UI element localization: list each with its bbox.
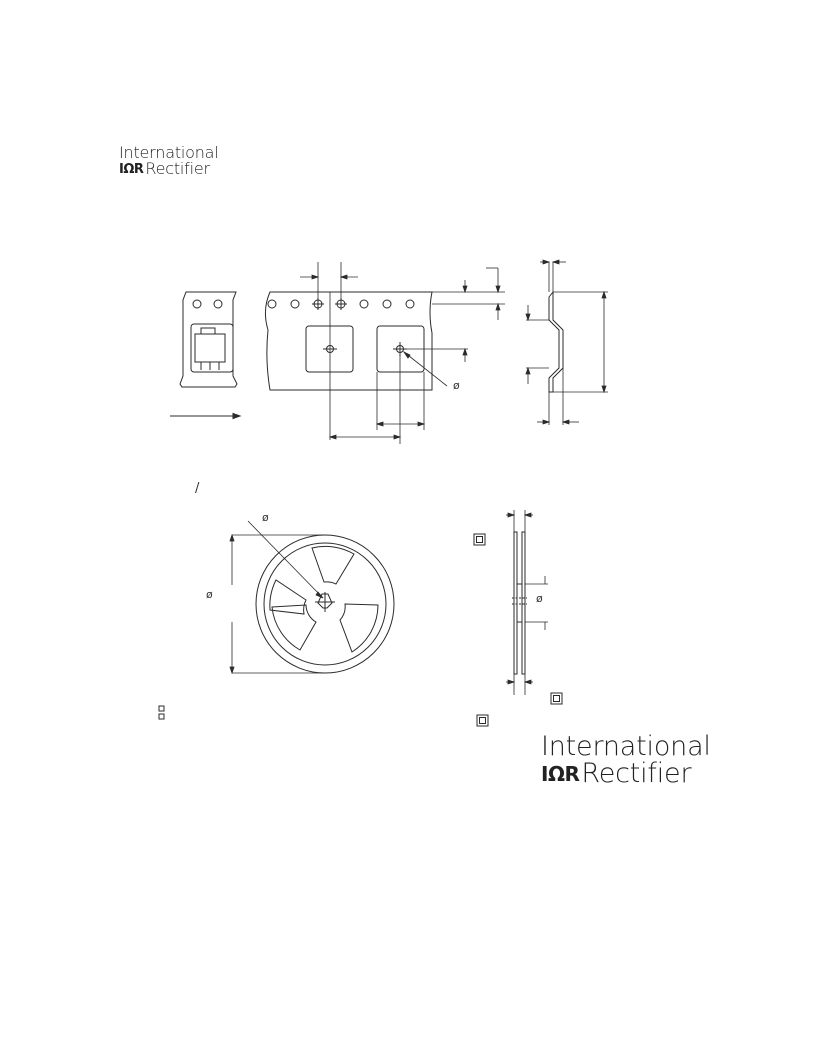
sprocket-hole: [290, 299, 300, 309]
reel-hub: [317, 593, 333, 609]
component-pocket: [190, 323, 234, 373]
note-marker-square: [476, 714, 489, 727]
logo-line-international: International: [119, 143, 219, 162]
sprocket-hole: [213, 299, 223, 309]
ior-logo-mark: IΩR: [541, 761, 580, 786]
reel-side-dimensions: [506, 510, 548, 695]
sprocket-hole: [382, 299, 392, 309]
reel-window: [339, 603, 379, 653]
tape-dimensions: [300, 262, 505, 444]
reel-window: [271, 604, 317, 651]
legend-box: [158, 713, 165, 720]
logo-line-rectifier-row: IΩR Rectifier: [541, 760, 711, 787]
note-marker-inner: [476, 536, 483, 543]
diameter-symbol: ø: [206, 588, 213, 601]
component-tab: [200, 327, 216, 335]
note-marker-square: [550, 692, 563, 705]
ior-logo-mark: IΩR: [119, 161, 144, 177]
logo-line-international: International: [541, 731, 711, 762]
component-pocket: [305, 325, 354, 373]
note-marker-square: [473, 533, 486, 546]
reel-side-view: [512, 531, 527, 675]
legend-box: [158, 705, 165, 712]
slash-mark: /: [195, 481, 200, 496]
sprocket-hole: [359, 299, 369, 309]
tape-side-dimensions: [525, 259, 608, 425]
company-logo-top: International IΩR Rectifier: [119, 145, 219, 177]
tape-end-section: [179, 291, 238, 388]
tape-top-view: [264, 291, 433, 391]
tape-side-view: [548, 290, 564, 393]
reel-inner-rim: [263, 542, 387, 666]
logo-line-rectifier: Rectifier: [581, 758, 692, 789]
diameter-symbol: ø: [536, 592, 543, 605]
reel-window: [311, 545, 355, 585]
feed-direction-arrow: [170, 412, 242, 420]
component-body: [194, 333, 226, 363]
reel-front-dimensions: [229, 520, 325, 675]
reel-front-view: [255, 534, 395, 674]
diameter-symbol: ø: [262, 511, 269, 524]
logo-line-rectifier: Rectifier: [145, 159, 210, 178]
company-logo-bottom: International IΩR Rectifier: [541, 733, 711, 787]
reel-flange: [513, 531, 518, 675]
note-marker-inner: [479, 717, 486, 724]
sprocket-hole: [192, 299, 202, 309]
reel-window: [269, 579, 307, 615]
logo-line-rectifier-row: IΩR Rectifier: [119, 161, 219, 177]
diameter-symbol: ø: [453, 379, 460, 392]
reel-flange: [521, 531, 526, 675]
sprocket-hole: [405, 299, 415, 309]
sprocket-hole: [267, 299, 277, 309]
note-marker-inner: [553, 695, 560, 702]
